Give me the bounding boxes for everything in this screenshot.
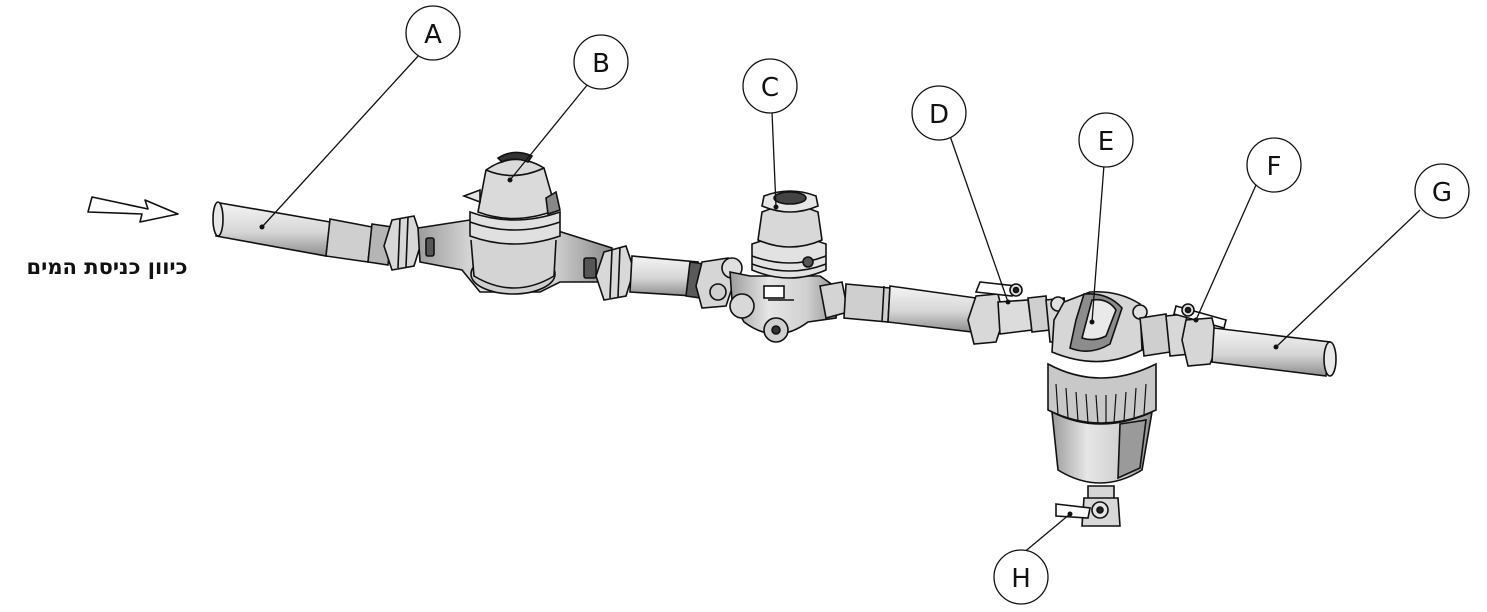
callout-a: A	[405, 5, 461, 61]
water-meter	[417, 151, 613, 295]
leader-h	[1021, 513, 1071, 555]
callout-h: H	[993, 549, 1049, 605]
leader-a	[261, 53, 421, 228]
callout-g-label: G	[1432, 178, 1452, 208]
leader-c	[771, 111, 777, 208]
leader-f	[1195, 184, 1257, 321]
callout-d-label: D	[929, 100, 949, 130]
callout-f: F	[1246, 137, 1302, 193]
pipe-segment-bc	[629, 255, 705, 299]
union-nut-mid	[595, 245, 635, 301]
union-nut-left	[383, 215, 423, 271]
callout-c: C	[742, 58, 798, 114]
drain-valve-h	[1055, 485, 1121, 527]
callout-b: B	[573, 34, 629, 90]
callout-e-label: E	[1098, 127, 1114, 157]
leader-g	[1275, 209, 1421, 348]
callout-h-label: H	[1011, 564, 1031, 594]
callout-c-label: C	[761, 73, 779, 103]
flow-direction-label: כיוון כניסת המים	[26, 255, 188, 279]
flow-arrow-icon	[87, 196, 179, 223]
ball-valve-f	[1165, 303, 1227, 367]
callout-f-label: F	[1267, 152, 1282, 182]
leader-lines	[261, 53, 1421, 555]
pressure-reducer-valve	[695, 190, 849, 343]
magnetic-filter	[1045, 290, 1171, 484]
pipe-segment-cd	[843, 283, 977, 333]
callout-b-label: B	[592, 49, 610, 79]
leader-d	[949, 135, 1009, 303]
inlet-pipe	[212, 201, 393, 266]
outlet-pipe	[1211, 327, 1337, 377]
callout-e: E	[1078, 112, 1134, 168]
leader-b	[509, 83, 589, 181]
callout-d: D	[911, 85, 967, 141]
callout-a-label: A	[424, 20, 442, 50]
leader-e	[1091, 164, 1105, 323]
callout-g: G	[1414, 163, 1470, 219]
ball-valve-d	[967, 281, 1051, 345]
